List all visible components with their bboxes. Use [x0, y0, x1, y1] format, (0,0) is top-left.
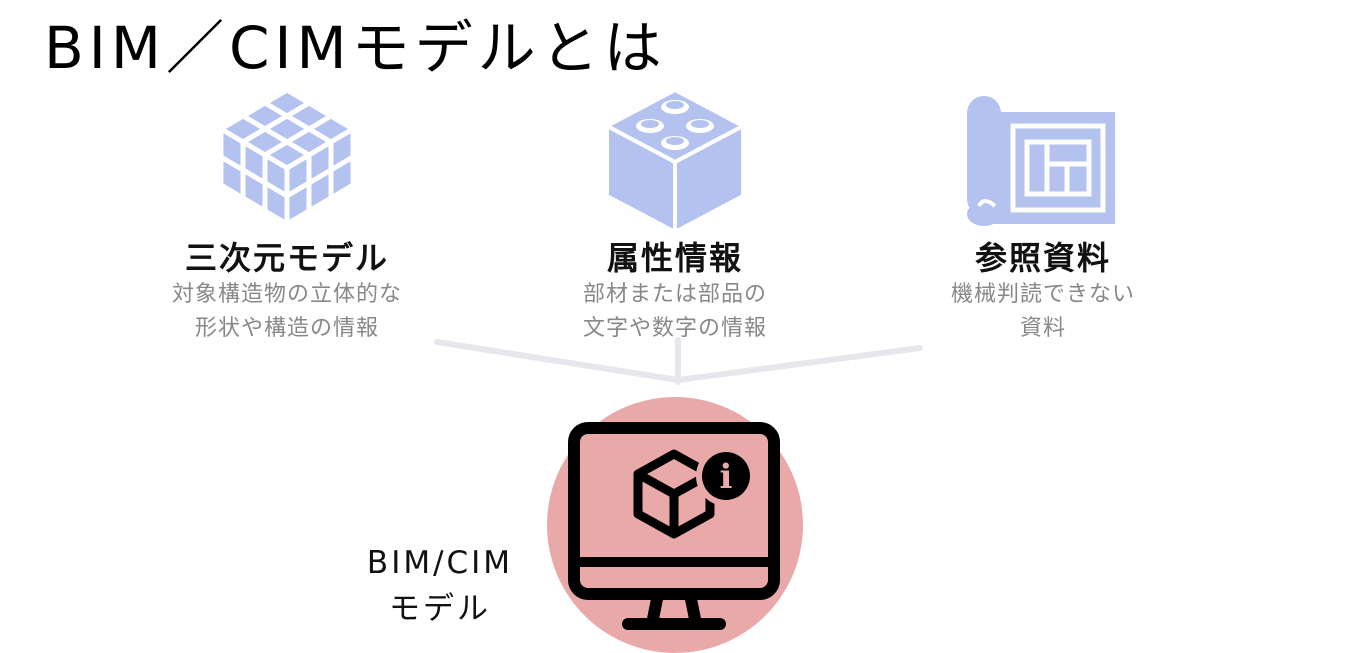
- model-label-line2: モデル: [389, 591, 491, 627]
- grid-cube-icon: [218, 88, 356, 227]
- desc-reference-material-line1: 機械判読できない: [950, 282, 1135, 307]
- monitor-cube-info-icon: i: [568, 422, 780, 630]
- desc-attribute-info-line2: 文字や数字の情報: [582, 316, 767, 341]
- column-attribute-info: 属性情報 部材または部品の 文字や数字の情報: [505, 88, 845, 346]
- info-icon: i: [720, 457, 733, 497]
- desc-reference-material-line2: 資料: [1019, 316, 1066, 341]
- desc-3d-model-line2: 形状や構造の情報: [194, 316, 379, 341]
- column-reference-material: 参照資料 機械判読できない 資料: [873, 88, 1213, 346]
- model-label: BIM/CIM モデル: [350, 540, 530, 632]
- desc-attribute-info-line1: 部材または部品の: [582, 282, 767, 307]
- blueprint-icon: [967, 96, 1115, 226]
- page-title: BIM／CIMモデルとは: [44, 14, 667, 82]
- column-3d-model: 三次元モデル 対象構造物の立体的な 形状や構造の情報: [117, 88, 457, 346]
- block-cube-icon: [605, 88, 745, 234]
- heading-reference-material: 参照資料: [974, 239, 1111, 277]
- heading-3d-model: 三次元モデル: [184, 239, 389, 277]
- heading-attribute-info: 属性情報: [606, 239, 743, 277]
- model-label-line1: BIM/CIM: [366, 545, 514, 581]
- desc-3d-model-line1: 対象構造物の立体的な: [171, 282, 402, 307]
